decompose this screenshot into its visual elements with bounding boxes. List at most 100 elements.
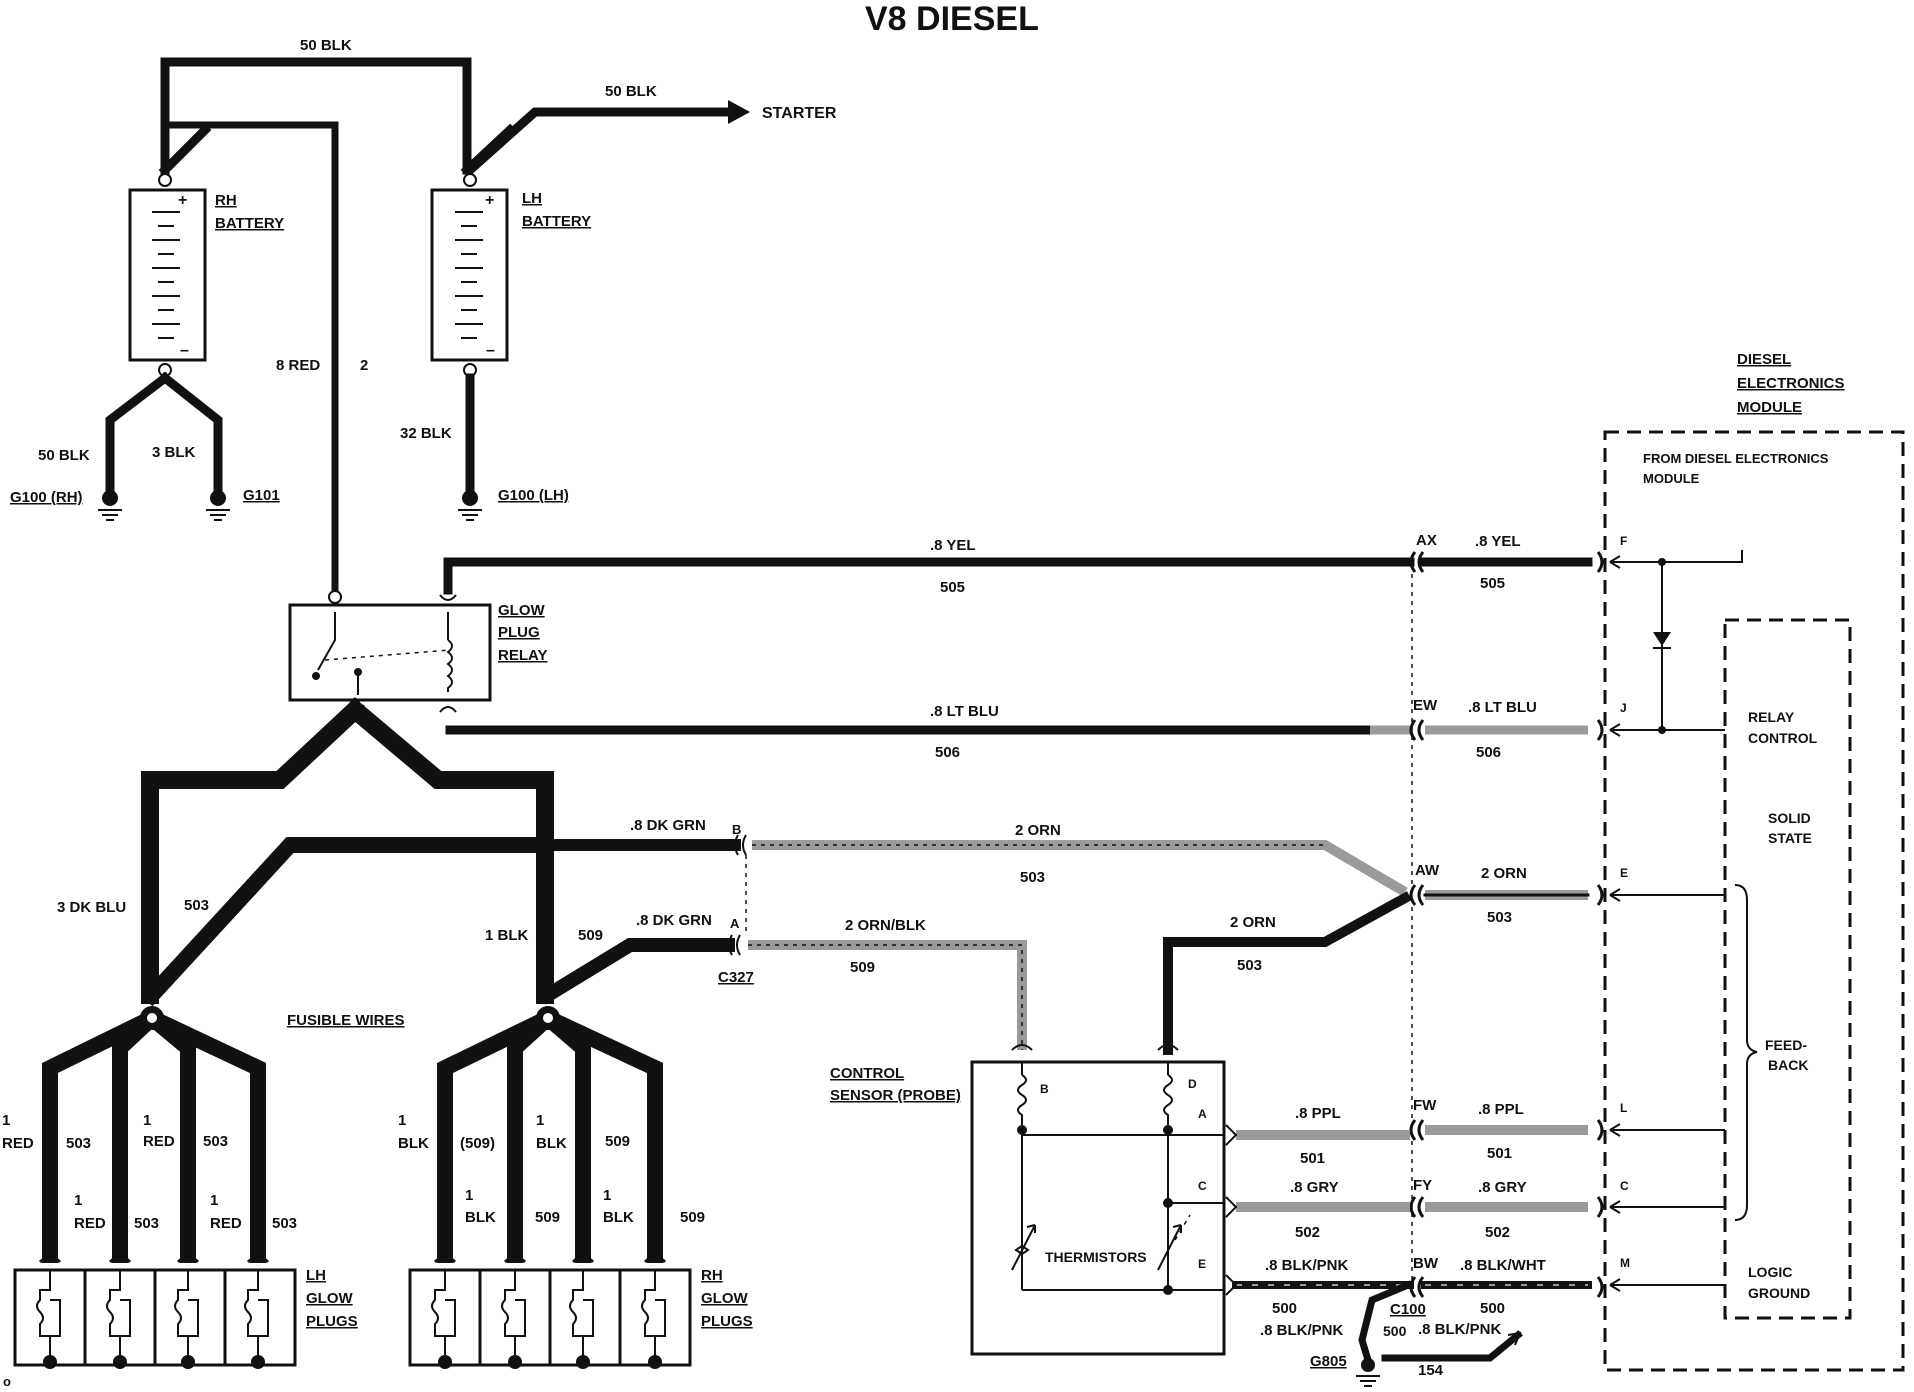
rh-label-1c: (509)	[460, 1135, 495, 1152]
rh-label-2b: BLK	[536, 1135, 567, 1152]
label-control-sensor-2: SENSOR (PROBE)	[830, 1087, 961, 1104]
label-lh-battery-2: BATTERY	[522, 213, 591, 230]
label-relay-2: PLUG	[498, 624, 540, 641]
label-solid-state-1: SOLID	[1768, 810, 1811, 826]
label-8ltblu-left-num: 506	[935, 744, 960, 761]
ground-g101-icon	[206, 490, 230, 521]
diesel-electronics-module	[1596, 430, 1905, 1372]
label-8yel-left-num: 505	[940, 579, 965, 596]
rh-label-1b: BLK	[398, 1135, 429, 1152]
label-module-2: ELECTRONICS	[1737, 375, 1845, 392]
label-lh-battery-1: LH	[522, 190, 542, 207]
label-8red-num: 2	[360, 357, 368, 374]
lh-label-1a: 1	[2, 1112, 10, 1129]
label-8ppl-left: .8 PPL	[1295, 1105, 1341, 1122]
label-8blkpnk-lower: .8 BLK/PNK	[1260, 1322, 1344, 1339]
rh-label-3b: BLK	[465, 1209, 496, 1226]
label-8blkpnk-left-num: 500	[1272, 1300, 1297, 1317]
label-rh-plugs-3: PLUGS	[701, 1313, 753, 1330]
label-lh-plugs-3: PLUGS	[306, 1313, 358, 1330]
lh-label-2a: 1	[143, 1112, 151, 1129]
label-rh-plugs-2: GLOW	[701, 1290, 748, 1307]
label-lh-plugs-1: LH	[306, 1267, 326, 1284]
rh-label-4c: 509	[680, 1209, 705, 1226]
label-154: 154	[1418, 1362, 1444, 1379]
label-3dkblu: 3 DK BLU	[57, 899, 126, 916]
label-2orn-lower-num: 503	[1237, 957, 1262, 974]
label-500b: 500	[1383, 1323, 1407, 1339]
rh-label-1a: 1	[398, 1112, 406, 1129]
lh-label-1b: RED	[2, 1135, 34, 1152]
rh-battery: + –	[128, 173, 207, 377]
label-from-module-1: FROM DIESEL ELECTRONICS	[1643, 451, 1829, 466]
label-8red: 8 RED	[276, 357, 320, 374]
label-module-1: DIESEL	[1737, 351, 1791, 368]
label-8dkgrn-a: .8 DK GRN	[636, 912, 712, 929]
label-fy: FY	[1413, 1177, 1432, 1194]
corner-mark: o	[3, 1374, 11, 1389]
label-8gry-right: .8 GRY	[1478, 1179, 1527, 1196]
lh-label-2b: RED	[143, 1133, 175, 1150]
svg-text:–: –	[180, 342, 189, 359]
label-50blk-starter: 50 BLK	[605, 83, 657, 100]
label-solid-state-2: STATE	[1768, 830, 1812, 846]
rh-label-4a: 1	[603, 1187, 611, 1204]
label-8ppl-right: .8 PPL	[1478, 1101, 1524, 1118]
label-2orn-right-num: 503	[1487, 909, 1512, 926]
lh-plug-symbols	[36, 1255, 270, 1360]
control-sensor-probe	[970, 1044, 1226, 1356]
label-sensor-pin-e: E	[1198, 1257, 1206, 1271]
label-pin-j: J	[1620, 701, 1627, 715]
label-pin-f: F	[1620, 534, 1627, 548]
label-8dkgrn-b: .8 DK GRN	[630, 817, 706, 834]
wire-8blkpnk-g	[1381, 1330, 1523, 1362]
label-32blk: 32 BLK	[400, 425, 452, 442]
connector-c327	[728, 834, 747, 956]
label-fw: FW	[1413, 1097, 1437, 1114]
wire-1blk-509	[538, 938, 735, 1005]
label-pin-e: E	[1620, 866, 1628, 880]
lh-plug-grounds	[43, 1355, 265, 1369]
rh-label-3c: 509	[535, 1209, 560, 1226]
lh-label-2c: 503	[203, 1133, 228, 1150]
label-8gry-left: .8 GRY	[1290, 1179, 1339, 1196]
label-pin-m: M	[1620, 1256, 1630, 1270]
label-aw: AW	[1415, 862, 1440, 879]
lh-label-4a: 1	[210, 1192, 218, 1209]
label-3blk: 3 BLK	[152, 444, 196, 461]
label-8blkpnk-g: .8 BLK/PNK	[1418, 1321, 1502, 1338]
svg-text:+: +	[485, 192, 494, 209]
label-8ltblu-right-num: 506	[1476, 744, 1501, 761]
diagram-title: V8 DIESEL	[865, 0, 1039, 38]
label-sensor-pin-d: D	[1188, 1077, 1197, 1091]
lh-label-4c: 503	[272, 1215, 297, 1232]
label-rh-battery-2: BATTERY	[215, 215, 284, 232]
label-g100-rh: G100 (RH)	[10, 489, 83, 506]
label-pin-b: B	[732, 822, 741, 837]
svg-text:–: –	[486, 342, 495, 359]
label-relay-1: GLOW	[498, 602, 545, 619]
label-sensor-pin-a: A	[1198, 1107, 1207, 1121]
wire-rh-battery-ground	[105, 371, 223, 497]
label-2orn-right: 2 ORN	[1481, 865, 1527, 882]
ground-g100-rh-icon	[98, 490, 122, 521]
wire-8yel-left	[443, 557, 1415, 595]
label-rh-battery-1: RH	[215, 192, 237, 209]
lh-glow-plugs	[13, 1268, 297, 1367]
label-relay-3: RELAY	[498, 647, 547, 664]
label-2orn-top: 2 ORN	[1015, 822, 1061, 839]
wire-c100-to-ground	[1358, 1280, 1413, 1365]
label-1blk: 1 BLK	[485, 927, 529, 944]
label-2ornblk-num: 509	[850, 959, 875, 976]
rh-plug-grounds	[438, 1355, 662, 1369]
ground-g100-lh-icon	[458, 490, 482, 521]
label-sensor-pin-b: B	[1040, 1082, 1049, 1096]
label-g805: G805	[1310, 1353, 1347, 1370]
label-logic-ground-1: LOGIC	[1748, 1264, 1792, 1280]
wire-2orn-top	[752, 840, 1408, 897]
label-from-module-2: MODULE	[1643, 471, 1700, 486]
wire-2ornblk	[748, 940, 1027, 1050]
label-starter: STARTER	[762, 105, 837, 122]
label-8yel-right: .8 YEL	[1475, 533, 1521, 550]
